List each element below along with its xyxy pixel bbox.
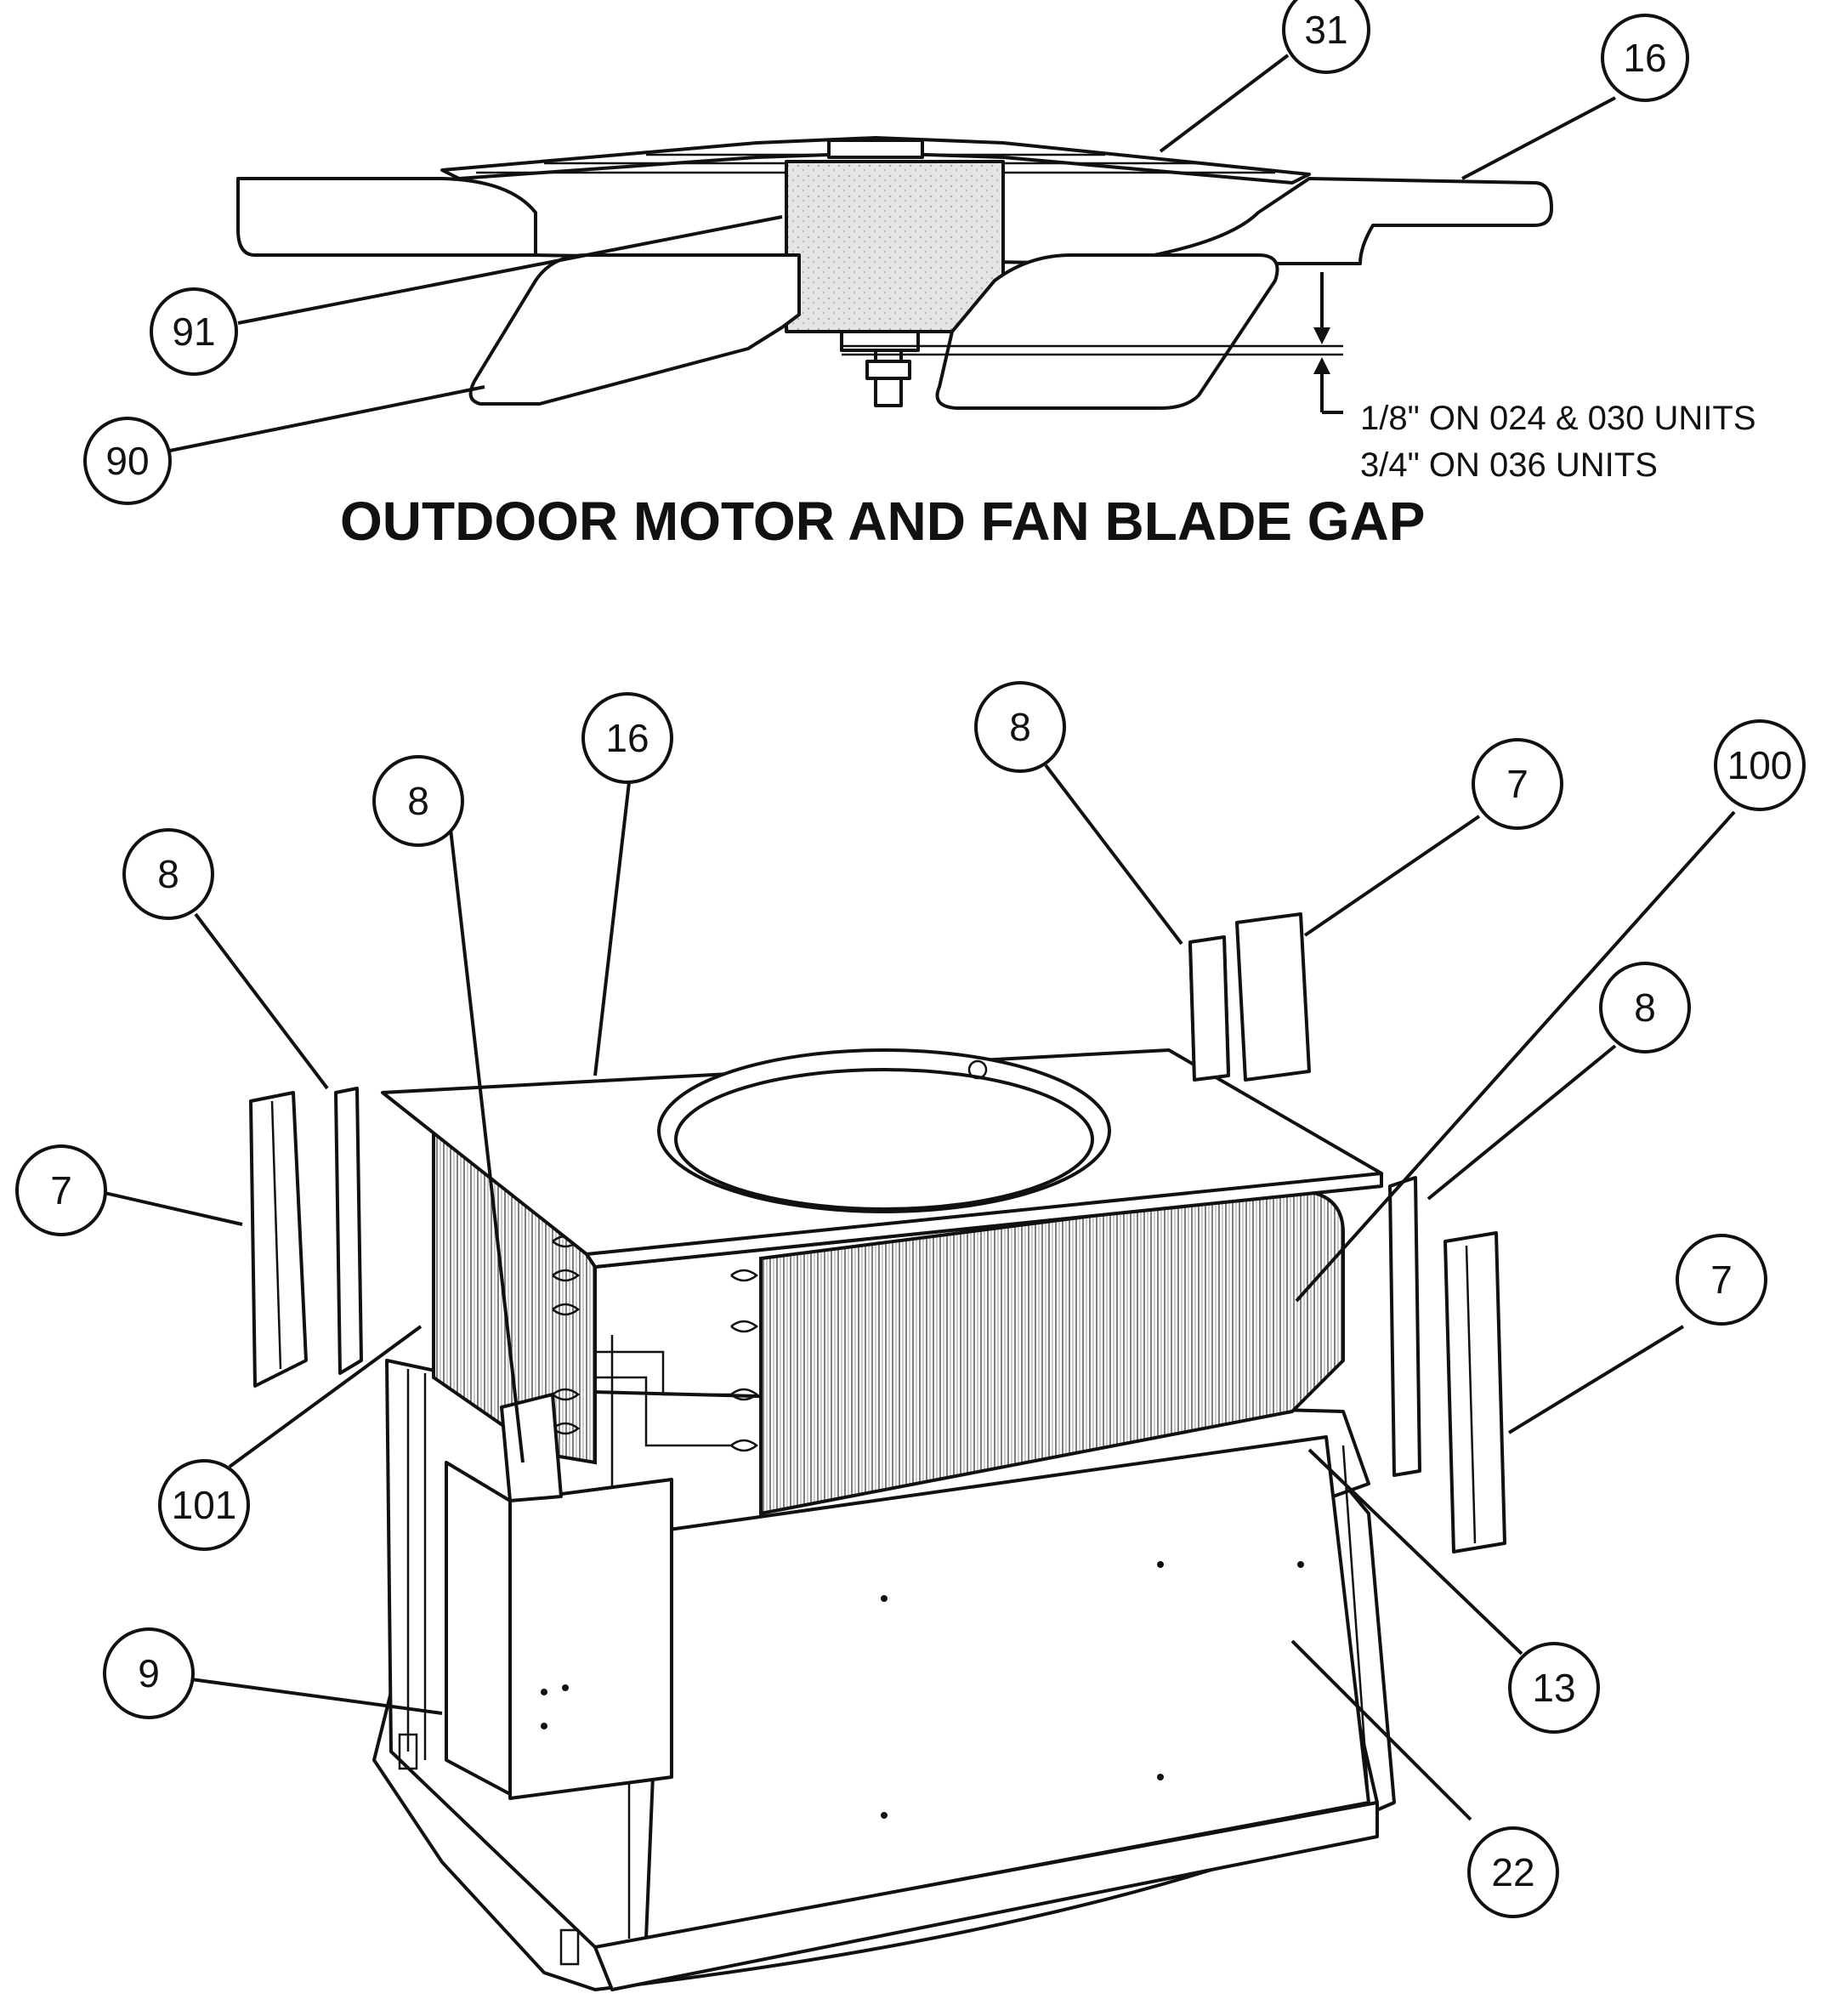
control-box [445,1461,512,1796]
motor-shaft-hub [840,330,920,352]
panel-bottom-flange [593,1801,1379,1991]
fan-blade-right [935,253,1279,410]
leader-lines [93,54,1736,1821]
top-cover-front-edge [585,1172,1383,1269]
gap-note-line2: 3/4" ON 036 UNITS [1360,446,1658,484]
left-corner-post-assembly [249,1087,363,1388]
callout-31: 31 [1282,0,1370,74]
callout-100-label: 100 [1727,743,1793,787]
gap-arrow-up [1313,357,1330,374]
top-cover-section [1103,177,1553,265]
panel-screw [881,1595,888,1602]
panel-screw [881,1812,888,1819]
callout-8-right-label: 8 [1634,985,1656,1030]
grille-hub [827,139,924,159]
callout-8-left-inner-label: 8 [407,779,429,823]
panel-screw [1157,1561,1164,1568]
callout-101-label: 101 [172,1483,237,1527]
callout-8-center-label: 8 [1009,705,1031,749]
callout-7-right-top: 7 [1472,738,1563,830]
callout-13: 13 [1508,1642,1600,1734]
control-box-screw [541,1723,547,1729]
corner-post-7-rear [1235,912,1311,1082]
control-box-screw [562,1684,569,1691]
callout-16-top: 16 [1601,14,1689,102]
callout-13-label: 13 [1532,1666,1575,1710]
callout-8-right: 8 [1599,962,1691,1053]
callout-7-right-label: 7 [1710,1258,1733,1302]
callout-31-label: 31 [1304,8,1347,52]
callout-9-label: 9 [138,1651,160,1695]
callout-101: 101 [158,1459,250,1551]
callout-100: 100 [1714,719,1806,811]
cabinet-assembly [372,938,1396,1991]
control-box-front [508,1478,673,1800]
corner-post-7-right [1443,1231,1506,1553]
refrigerant-tubing [595,1376,731,1447]
post-flange [270,1100,282,1370]
corner-post-7-left [249,1091,308,1388]
callout-7-left: 7 [15,1144,107,1236]
callout-22: 22 [1467,1826,1559,1918]
callout-9: 9 [103,1627,195,1719]
fan-motor-assembly [236,136,1553,414]
coil-tube-bends [552,1235,759,1452]
fan-motor [785,160,1005,333]
post-flange [1465,1245,1477,1544]
base-drain-slot [559,1928,580,1966]
control-box-screw [541,1689,547,1695]
callout-91-label: 91 [172,309,215,354]
top-cover-section [236,177,537,257]
control-box-lid [500,1393,563,1502]
right-rear-corner-post-assembly [1188,912,1311,1082]
callout-22-label: 22 [1491,1850,1534,1894]
corner-post-8-right [1388,1176,1421,1477]
callout-7-right-top-label: 7 [1506,762,1529,806]
shaft-collar [865,360,911,380]
callout-16-top-label: 16 [1623,36,1666,80]
base-drain-slot [398,1733,418,1770]
fan-blade-left [468,253,801,406]
refrigerant-tubing [595,1350,731,1396]
callout-90-label: 90 [105,439,149,483]
callout-16-lower: 16 [581,692,673,784]
gap-arrow-down [1313,327,1330,344]
cover-screw [967,1059,988,1080]
fan-opening [674,1068,1094,1211]
callout-8-center: 8 [974,681,1066,773]
diagram-title: OUTDOOR MOTOR AND FAN BLADE GAP [340,491,1425,552]
corner-post [1341,1445,1370,1803]
callout-90: 90 [83,417,172,505]
callout-7-left-label: 7 [50,1168,72,1212]
corner-post-8-left [334,1087,363,1375]
callout-8-left-outer-label: 8 [157,852,179,896]
callout-8-left-inner: 8 [372,755,464,847]
callout-8-left-outer: 8 [122,828,214,920]
callout-7-right: 7 [1676,1234,1767,1326]
callout-16-lower-label: 16 [605,716,649,760]
right-corner-post-assembly [1388,1176,1506,1553]
panel-screw [1157,1774,1164,1780]
gap-note-line1: 1/8" ON 024 & 030 UNITS [1360,400,1756,437]
panel-screw [1297,1561,1304,1568]
corner-post-8-rear [1188,935,1230,1082]
callout-91: 91 [150,287,238,376]
